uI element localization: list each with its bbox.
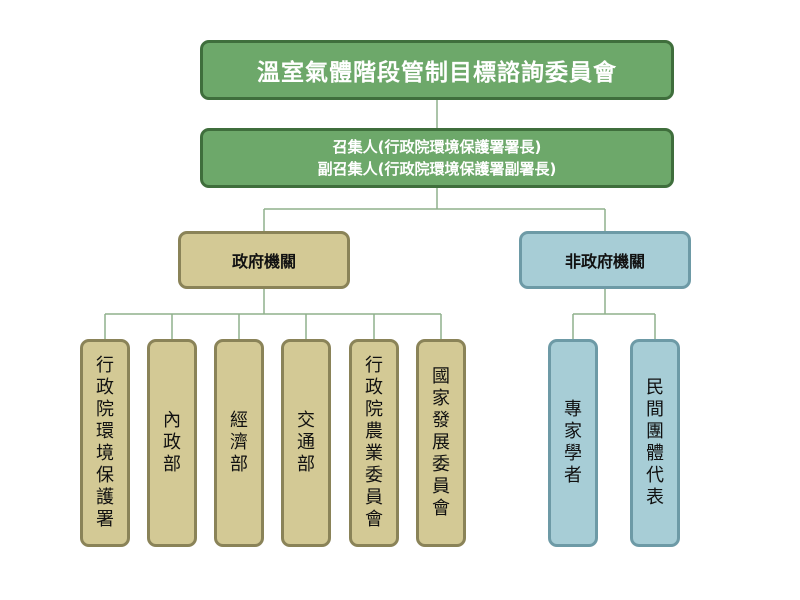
non-government-box: 非政府機關 [519, 231, 691, 289]
government-agencies-label: 政府機關 [231, 252, 296, 271]
member-label-experts: 專家學者 [564, 399, 582, 486]
member-box-transport: 交通部 [281, 339, 331, 547]
member-label-epa: 行政院環境保護署 [96, 355, 114, 530]
member-box-epa: 行政院環境保護署 [80, 339, 130, 547]
member-label-agriculture: 行政院農業委員會 [365, 355, 383, 530]
member-box-economic: 經濟部 [214, 339, 264, 547]
member-box-agriculture: 行政院農業委員會 [349, 339, 399, 547]
member-label-development: 國家發展委員會 [432, 366, 450, 519]
member-label-economic: 經濟部 [230, 410, 248, 475]
member-label-transport: 交通部 [297, 410, 315, 475]
committee-title-box: 溫室氣體階段管制目標諮詢委員會 [200, 40, 674, 100]
member-box-interior: 內政部 [147, 339, 197, 547]
convener-box: 召集人(行政院環境保護署署長) 副召集人(行政院環境保護署副署長) [200, 128, 674, 188]
government-agencies-box: 政府機關 [178, 231, 350, 289]
member-box-development: 國家發展委員會 [416, 339, 466, 547]
member-box-civil-groups: 民間團體代表 [630, 339, 680, 547]
member-box-experts: 專家學者 [548, 339, 598, 547]
member-label-interior: 內政部 [163, 410, 181, 475]
convener-label: 召集人(行政院環境保護署署長) [332, 138, 542, 156]
deputy-convener-label: 副召集人(行政院環境保護署副署長) [317, 160, 557, 178]
committee-title: 溫室氣體階段管制目標諮詢委員會 [257, 60, 617, 86]
non-government-label: 非政府機關 [564, 252, 645, 271]
member-label-civil-groups: 民間團體代表 [646, 377, 664, 508]
